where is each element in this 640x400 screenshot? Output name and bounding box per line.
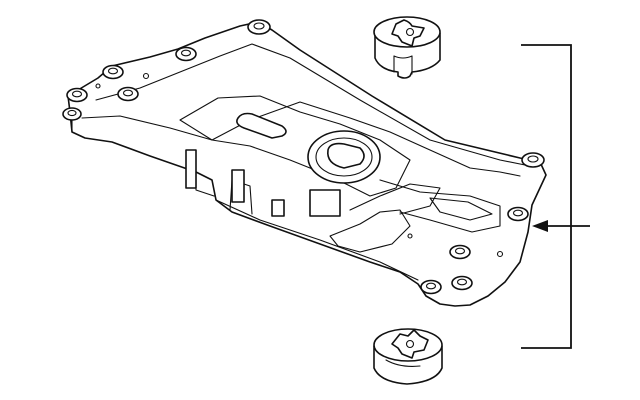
- subframe-boss-ring: [315, 137, 373, 177]
- bushing-lower-hole: [405, 339, 415, 349]
- subframe-front-tab-left: [185, 149, 197, 189]
- subframe-right-rib: [379, 179, 501, 233]
- mount-hole-4: [66, 87, 88, 103]
- subframe-dot: [142, 72, 150, 80]
- bushing-upper-hole: [405, 27, 415, 37]
- mount-hole-11: [451, 275, 473, 291]
- mount-hole-5: [117, 86, 139, 102]
- subframe-inner-edge: [81, 101, 521, 177]
- subframe-dot: [407, 233, 413, 239]
- subframe-top-ridge: [95, 43, 531, 167]
- mount-hole-8: [507, 206, 529, 222]
- bushing-lower-shade: [385, 359, 421, 367]
- crossmember-subframe: [62, 19, 547, 307]
- mount-hole-7: [521, 152, 545, 168]
- subframe-block: [309, 189, 341, 217]
- mount-bushing-lower: [373, 328, 443, 385]
- subframe-right-pocket: [429, 197, 493, 221]
- subframe-small-tab: [271, 199, 285, 217]
- mount-hole-10: [420, 279, 442, 295]
- mount-bushing-upper: [373, 16, 441, 79]
- subframe-channel: [179, 95, 411, 197]
- bushing-upper-cutout: [393, 55, 413, 75]
- mount-hole-2: [175, 46, 197, 62]
- callout-bracket: [521, 44, 590, 349]
- subframe-bottom-edge: [215, 199, 419, 281]
- bushing-upper-insert: [391, 19, 425, 47]
- mount-hole-9: [449, 244, 471, 260]
- mount-hole-3: [102, 64, 124, 80]
- subframe-slot: [236, 112, 287, 139]
- leader-arrowhead: [532, 220, 548, 232]
- bushing-lower-insert: [391, 329, 429, 359]
- bracket-line: [521, 44, 572, 349]
- mount-hole-1: [247, 19, 271, 35]
- subframe-dot: [496, 250, 504, 258]
- subframe-dot: [95, 83, 101, 89]
- subframe-boss-oval: [327, 142, 365, 169]
- subframe-lower-strut: [349, 183, 441, 215]
- subframe-front-tab-right: [231, 169, 245, 203]
- mount-hole-6: [62, 107, 82, 121]
- subframe-outline: [67, 21, 547, 307]
- subframe-lower-bracket: [329, 209, 411, 253]
